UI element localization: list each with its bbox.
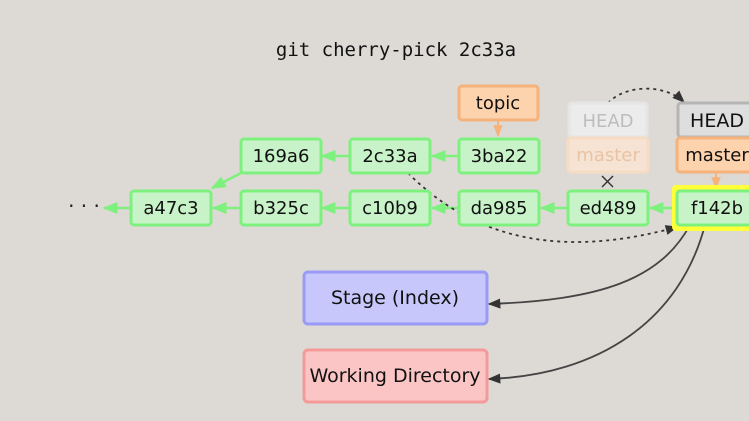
- master-ref: master: [675, 136, 749, 174]
- commit-f142b: f142b: [672, 185, 749, 231]
- f142b-to-working-arrow: [487, 224, 706, 384]
- master-label: master: [685, 145, 749, 166]
- head-label: HEAD: [690, 110, 744, 132]
- head-move-dotted-arrow: [607, 87, 685, 104]
- commit-label: 3ba22: [471, 146, 528, 167]
- commit-ed489: ed489: [566, 189, 650, 227]
- working-directory-box: Working Directory: [302, 348, 489, 404]
- commit-169a6: 169a6: [239, 137, 323, 175]
- commit-label: c10b9: [362, 198, 418, 219]
- topic-history-edges: [210, 150, 458, 190]
- old-master-label: master: [576, 145, 640, 166]
- commit-label: 2c33a: [362, 146, 417, 167]
- command-title: git cherry-pick 2c33a: [276, 39, 516, 61]
- commit-label: 169a6: [253, 146, 310, 167]
- branch-label: topic: [476, 93, 520, 114]
- f142b-to-stage-arrow: [487, 224, 691, 309]
- commit-label: f142b: [691, 198, 743, 219]
- commit-3ba22: 3ba22: [457, 137, 541, 175]
- commit-da985: da985: [457, 189, 541, 227]
- commit-b325c: b325c: [239, 189, 323, 227]
- commit-2c33a: 2c33a: [348, 137, 432, 175]
- head-ref: HEAD: [676, 101, 749, 139]
- stage-label: Stage (Index): [331, 287, 459, 309]
- old-head-label: HEAD: [582, 111, 633, 132]
- commit-label: ed489: [580, 198, 637, 219]
- branch-topic: topic: [457, 84, 540, 122]
- commit-label: da985: [471, 198, 528, 219]
- working-directory-label: Working Directory: [309, 365, 480, 387]
- commit-label: b325c: [253, 198, 309, 219]
- commit-label: a47c3: [143, 198, 198, 219]
- history-ellipsis: · · ·: [68, 194, 100, 218]
- stage-index-box: Stage (Index): [302, 270, 489, 326]
- old-master-ref: master: [566, 136, 650, 174]
- commit-a47c3: a47c3: [129, 189, 213, 227]
- old-head-ref: HEAD: [567, 101, 649, 139]
- removed-ref-cross-icon: [601, 175, 614, 188]
- commit-c10b9: c10b9: [348, 189, 432, 227]
